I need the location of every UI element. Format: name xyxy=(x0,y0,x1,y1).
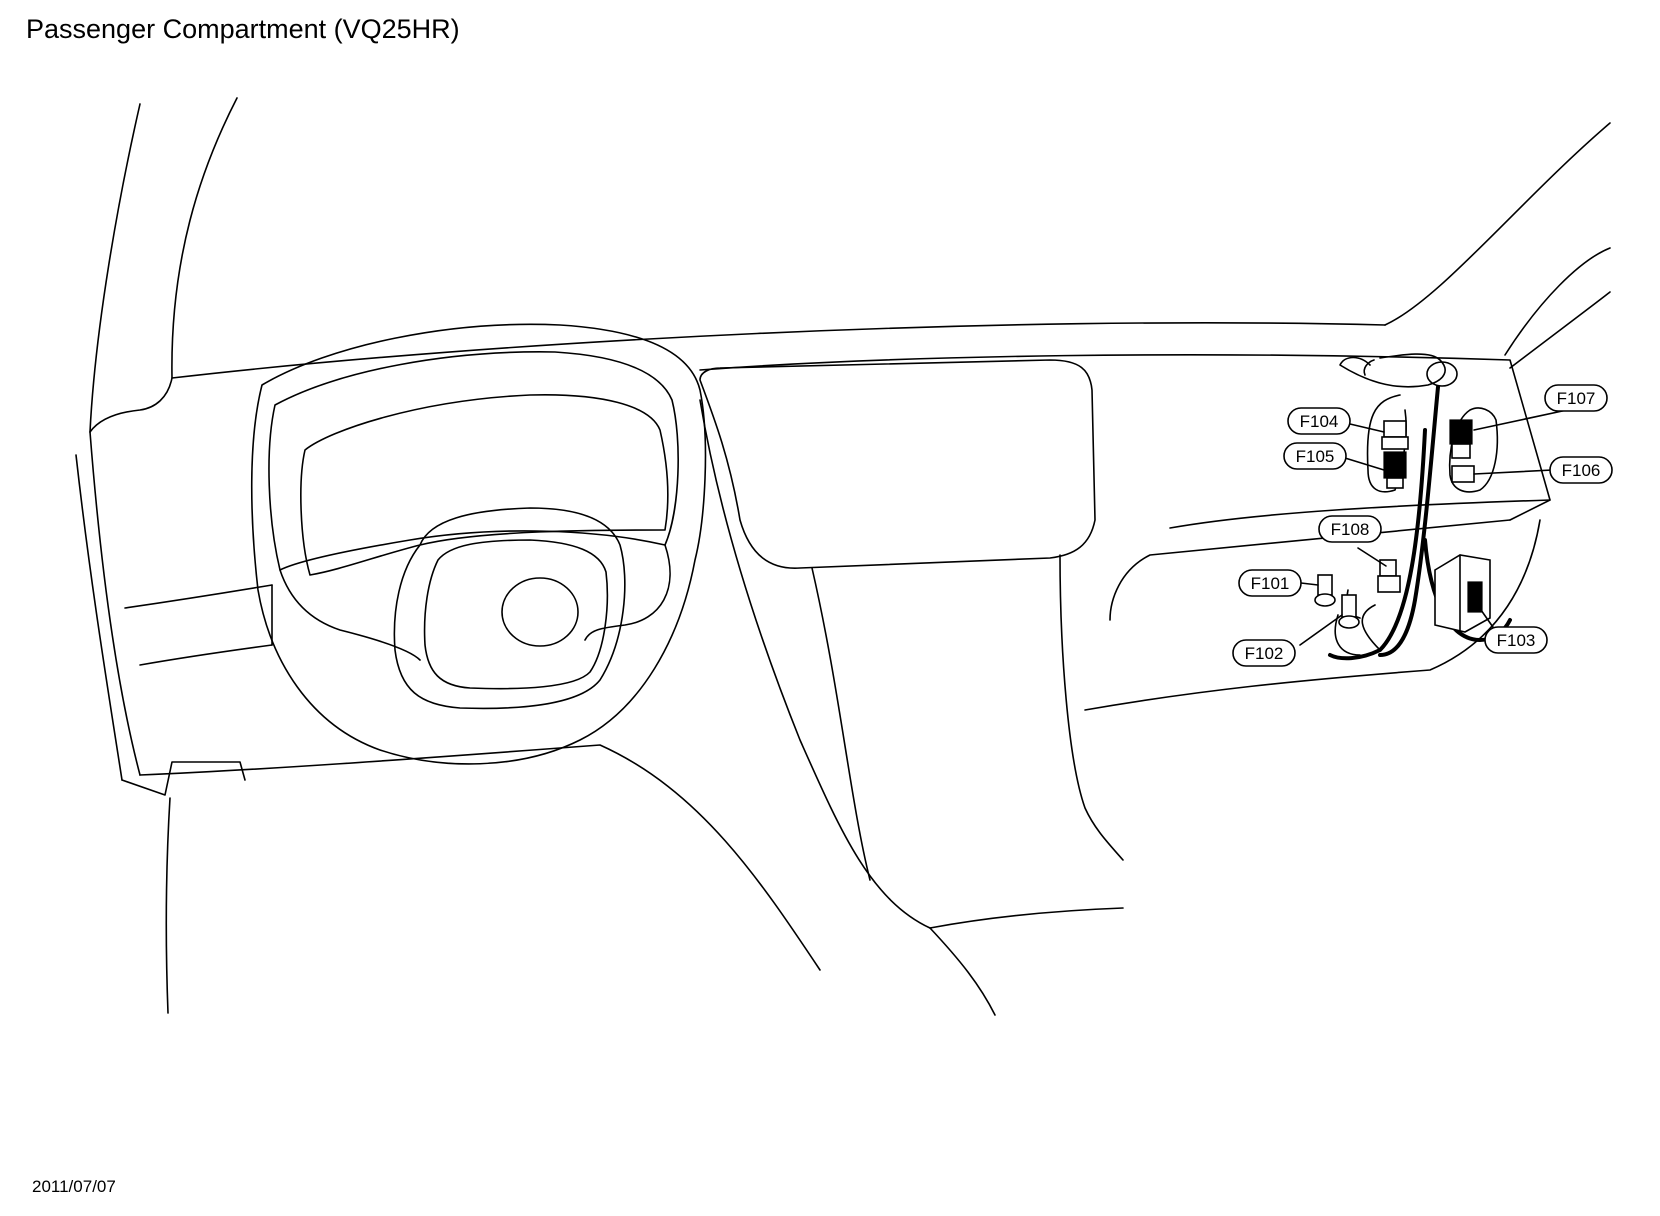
label-f108: F108 xyxy=(1318,515,1382,543)
leader-lines xyxy=(1299,409,1573,646)
label-f102-text: F102 xyxy=(1245,644,1284,663)
diagram-date: 2011/07/07 xyxy=(32,1177,116,1196)
diagram-title: Passenger Compartment (VQ25HR) xyxy=(26,14,460,44)
label-f104-text: F104 xyxy=(1300,412,1339,431)
connector-harness xyxy=(1314,353,1512,661)
a-pillar xyxy=(75,97,246,1014)
label-f108-text: F108 xyxy=(1331,520,1370,539)
label-f106-text: F106 xyxy=(1562,461,1601,480)
label-f107: F107 xyxy=(1544,384,1608,412)
label-f101: F101 xyxy=(1238,569,1302,597)
label-f102: F102 xyxy=(1232,639,1296,667)
label-f105: F105 xyxy=(1283,442,1347,470)
f104-connector-shape xyxy=(1383,420,1407,438)
steering-wheel xyxy=(250,323,707,765)
label-f105-text: F105 xyxy=(1296,447,1335,466)
label-f107-text: F107 xyxy=(1557,389,1596,408)
label-f104: F104 xyxy=(1287,407,1351,435)
label-f103-text: F103 xyxy=(1497,631,1536,650)
label-f106: F106 xyxy=(1549,456,1613,484)
label-f103: F103 xyxy=(1484,626,1548,654)
dashboard-outline xyxy=(124,122,1611,1016)
label-f101-text: F101 xyxy=(1251,574,1290,593)
center-console xyxy=(699,359,1124,929)
